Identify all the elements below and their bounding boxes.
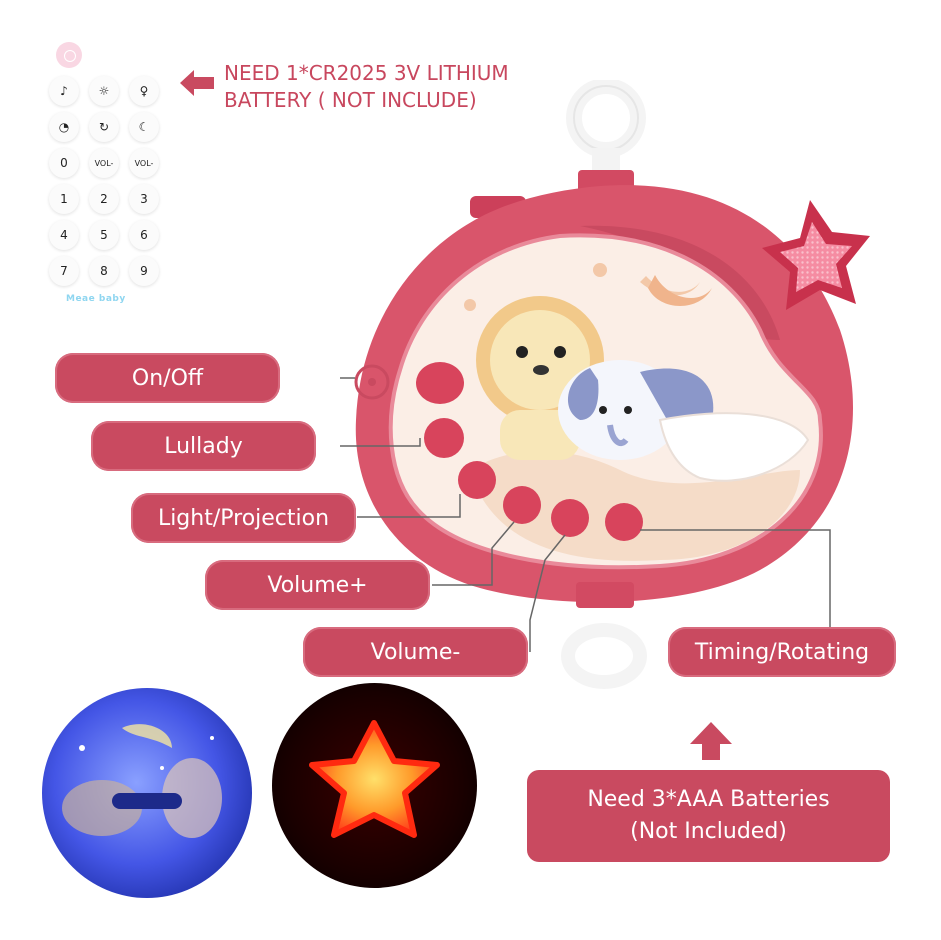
up-arrow-icon — [690, 722, 732, 760]
remote-key-0[interactable]: 0 — [49, 148, 79, 178]
callout-volume-up: Volume+ — [205, 560, 430, 610]
remote-key-9[interactable]: 9 — [129, 256, 159, 286]
callout-lullaby: Lullady — [91, 421, 316, 471]
remote-timer-icon[interactable]: ◔ — [49, 112, 79, 142]
star-light-demo-image — [272, 683, 477, 888]
callout-on-off: On/Off — [55, 353, 280, 403]
remote-key-8[interactable]: 8 — [89, 256, 119, 286]
remote-key-4[interactable]: 4 — [49, 220, 79, 250]
remote-music-icon[interactable]: ♪ — [49, 76, 79, 106]
remote-key-vol-minus[interactable]: VOL- — [89, 148, 119, 178]
remote-key-5[interactable]: 5 — [89, 220, 119, 250]
remote-key-1[interactable]: 1 — [49, 184, 79, 214]
battery-note-line1: Need 3*AAA Batteries — [587, 787, 830, 812]
crib-mobile-device — [340, 80, 870, 689]
remote-key-vol-minus-2[interactable]: VOL- — [129, 148, 159, 178]
remote-projection-icon[interactable]: ☼ — [89, 76, 119, 106]
projection-demo-image — [42, 688, 252, 898]
remote-rotate-icon[interactable]: ↻ — [89, 112, 119, 142]
remote-brand-label: Meae baby — [66, 294, 126, 304]
remote-key-2[interactable]: 2 — [89, 184, 119, 214]
remote-battery-note: NEED 1*CR2025 3V LITHIUM BATTERY ( NOT I… — [224, 61, 509, 112]
remote-bulb-icon[interactable]: ♀ — [129, 76, 159, 106]
battery-note-line2: (Not Included) — [630, 819, 787, 844]
left-arrow-icon — [180, 70, 214, 96]
remote-key-3[interactable]: 3 — [129, 184, 159, 214]
remote-power-indicator — [56, 42, 82, 68]
battery-note-box: Need 3*AAA Batteries (Not Included) — [527, 770, 890, 862]
remote-moon-face-icon[interactable]: ☾ — [129, 112, 159, 142]
callout-volume-down: Volume- — [303, 627, 528, 677]
callout-light-projection: Light/Projection — [131, 493, 356, 543]
remote-key-6[interactable]: 6 — [129, 220, 159, 250]
callout-timing-rotating: Timing/Rotating — [668, 627, 896, 677]
remote-key-7[interactable]: 7 — [49, 256, 79, 286]
